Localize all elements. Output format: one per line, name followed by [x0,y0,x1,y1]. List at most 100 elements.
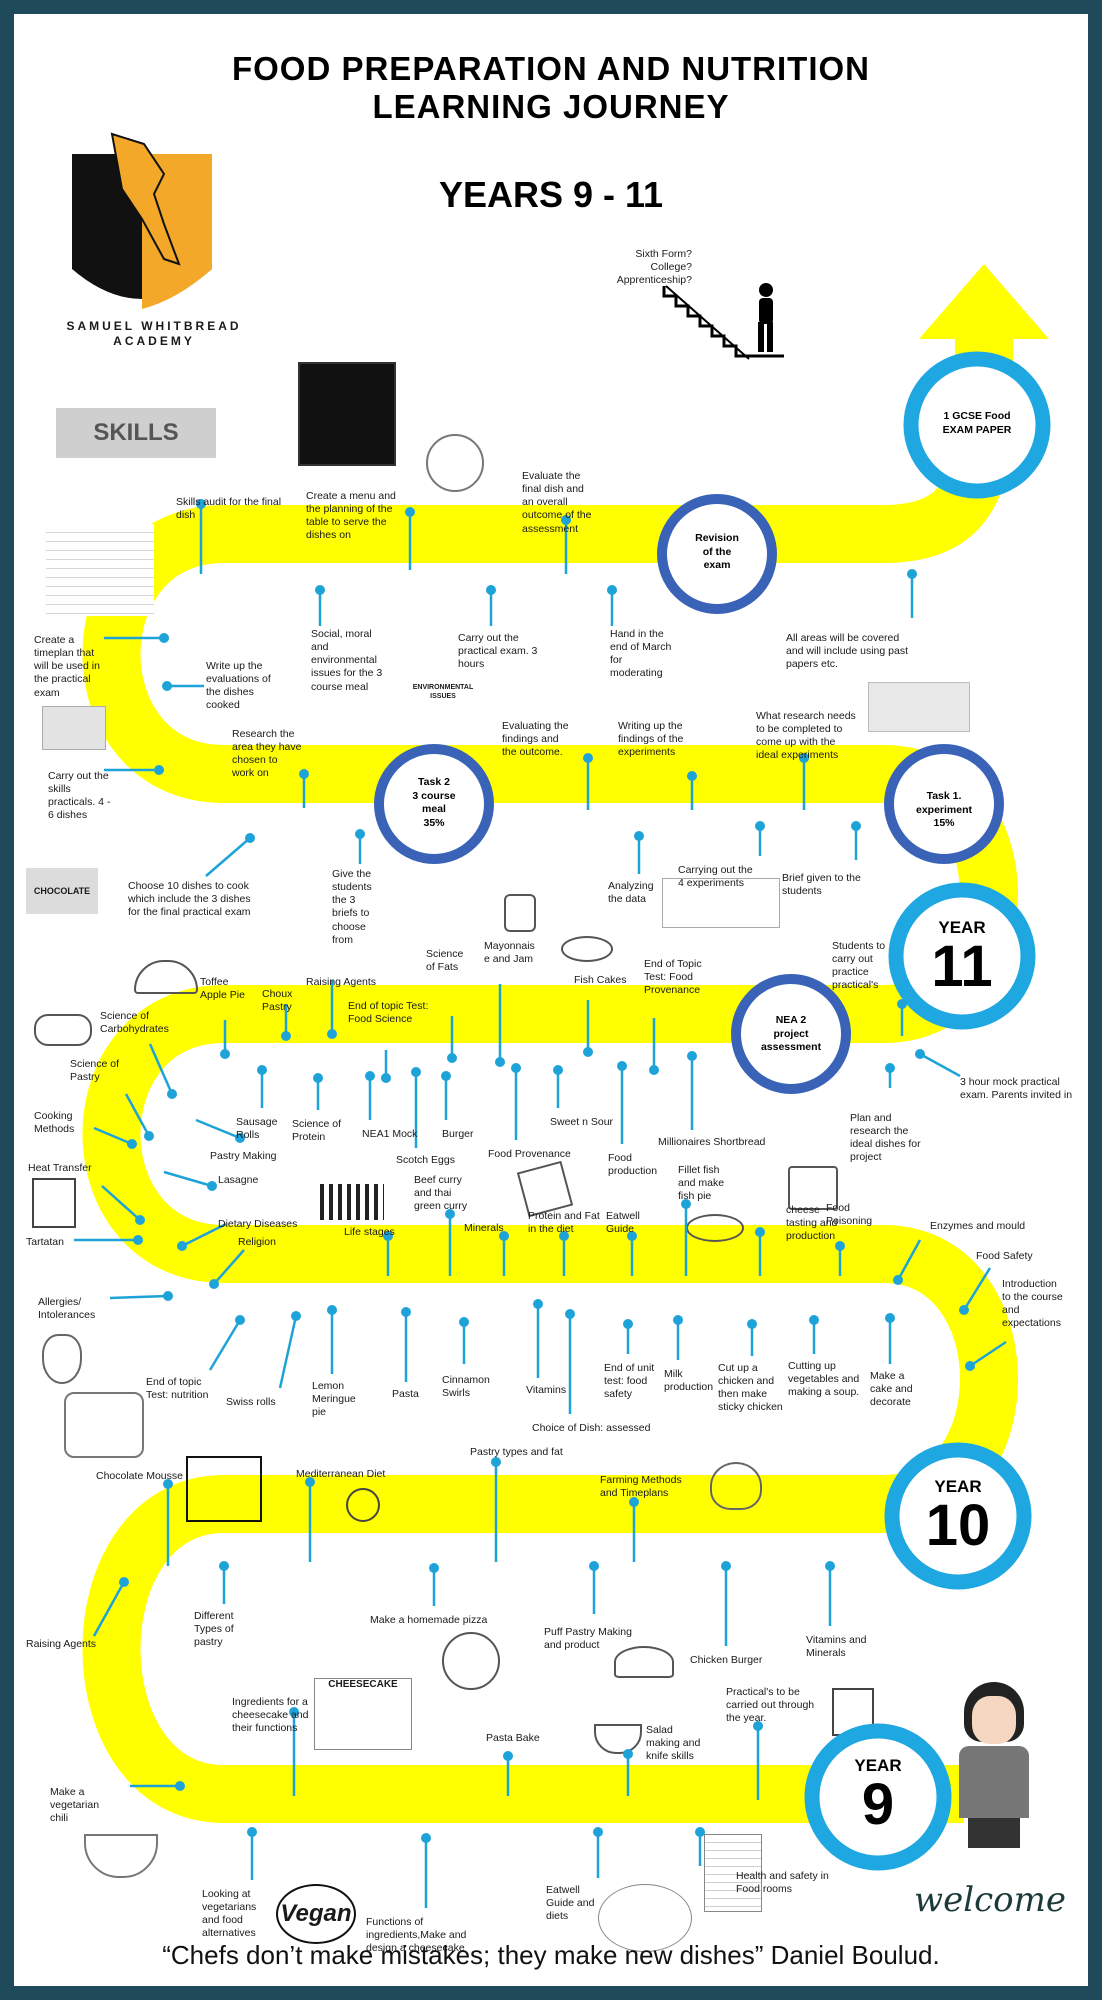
topic-label-y10-15: Sweet n Sour [550,1116,614,1128]
pin-dot-y10_43 [459,1317,469,1327]
hen-icon [710,1462,762,1510]
pin-dot-y11_4 [315,585,325,595]
pin-dot-y11_10 [299,769,309,779]
pin-dot-y10_32 [559,1231,569,1241]
pin-dot-y11_18 [851,821,861,831]
topic-label-y10-23: Lasagne [218,1174,259,1186]
pin-dot-y10_33 [627,1231,637,1241]
topic-label-y10-1: Toffee Apple Pie [200,976,245,1002]
pin-dot-y9_11 [289,1707,299,1717]
pin-dot-y11_1 [196,499,206,509]
croissant-icon [614,1646,674,1678]
topic-label-y9-9: Chicken Burger [690,1654,763,1666]
topic-label-y10-16: Millionaires Shortbread [658,1136,766,1148]
year11-badge: YEAR 11 [902,918,1022,996]
fruit-basket-picture [64,1392,144,1458]
nea2-circle [731,974,851,1094]
pin-dot-y9_8 [589,1561,599,1571]
pin-dot-y10_35 [133,1235,143,1245]
vegan-logo: Vegan [276,1884,356,1944]
topic-label-y11-4: Social, moral and environmental issues f… [311,628,383,693]
pin-dot-y10_1 [220,1049,230,1059]
pin-line-y11_19 [205,837,251,877]
pin-dot-y10_42 [401,1307,411,1317]
chef-quote: “Chefs don’t make mistakes; they make ne… [162,1940,940,1970]
pin-dot-y10_29 [209,1279,219,1289]
year9-circle [804,1723,952,1871]
year9-word: YEAR [854,1756,902,1775]
topic-label-y10-43: Cinnamon Swirls [442,1374,490,1400]
pin-dot-y11_13 [799,753,809,763]
pin-line-y10_22 [101,1185,141,1221]
pin-dot-y11_6 [607,585,617,595]
year10-badge: YEAR 10 [898,1477,1018,1555]
future-options: Sixth Form? College? Apprenticeship? [616,248,692,287]
title-line-1: FOOD PREPARATION AND NUTRITION [231,50,871,87]
topic-label-y11-2: Create a menu and the planning of the ta… [306,490,396,542]
pin-dot-y10_12 [313,1073,323,1083]
topic-label-y9-4: Farming Methods and Timeplans [600,1474,682,1500]
pin-dot-y10_5 [495,1057,505,1067]
topic-label-y9-3: Pastry types and fat [470,1446,563,1458]
bread-icon [34,1014,92,1046]
revision-label: Revision of the exam [695,532,739,572]
topic-label-y10-6: Fish Cakes [574,974,627,986]
pin-dot-y10_34 [893,1275,903,1285]
pin-dot-y10_49 [885,1313,895,1323]
pin-dot-y10_8 [381,1073,391,1083]
topic-label-y9-11: Ingredients for a cheesecake and their f… [232,1696,309,1735]
topic-label-y10-19: Scotch Eggs [396,1154,455,1166]
pin-dot-y10_48 [809,1315,819,1325]
topic-label-y9-7: Make a homemade pizza [370,1614,488,1626]
pin-dot-y11_11 [583,753,593,763]
exam-label: 1 GCSE Food EXAM PAPER [942,410,1012,436]
year11-word: YEAR [938,918,986,937]
pin-line-y10_29 [213,1249,245,1285]
pin-dot-y11_22 [885,1063,895,1073]
school-name: SAMUEL WHITBREAD ACADEMY [66,319,242,348]
pin-dot-y10_13 [365,1071,375,1081]
pin-dot-y10_26 [755,1227,765,1237]
topic-label-y10-28: Dietary Diseases [218,1218,298,1230]
pin-dot-y11_17 [755,821,765,831]
menu-card-picture [298,362,396,466]
topic-label-y11-10: Research the area they have chosen to wo… [232,728,302,780]
timeplan-sheet-picture [46,524,154,616]
pin-dot-y10_14 [441,1071,451,1081]
pin-dot-y9_16 [247,1827,257,1837]
eatwell-plate-picture [598,1884,692,1952]
family-people-icon [320,1184,384,1220]
pin-dot-y10_44 [533,1299,543,1309]
topic-label-y10-5: Mayonnais e and Jam [484,940,535,966]
topic-label-y10-39: End of topic Test: nutrition [146,1376,209,1402]
pin-dot-y9_19 [695,1827,705,1837]
topic-label-y10-11: Sausage Rolls [236,1116,278,1142]
pin-dot-y10_40 [291,1311,301,1321]
climbing-person-icon [758,283,773,352]
topic-label-y10-35: Tartatan [26,1236,64,1248]
pin-dot-y9_14 [753,1721,763,1731]
pin-dot-y9_9 [721,1561,731,1571]
topic-label-y11-14: Carry out the skills practicals. 4 - 6 d… [48,770,111,822]
topic-label-y10-2: Choux Pastry [262,988,293,1014]
topic-label-y10-17: Cooking Methods [34,1110,75,1136]
pin-dot-y10_36 [959,1305,969,1315]
pin-dot-y10_21 [617,1061,627,1071]
pin-dot-y10_31 [499,1231,509,1241]
learning-journey-poster: FOOD PREPARATION AND NUTRITION LEARNING … [14,14,1088,1986]
pin-dot-y11_2 [405,507,415,517]
pin-dot-y10_18 [235,1133,245,1143]
topic-label-y10-34: Enzymes and mould [930,1220,1026,1232]
topic-label-y10-46: Milk production [664,1368,714,1394]
topic-label-y10-31: Minerals [464,1222,504,1234]
topic-label-y10-3: Raising Agents [306,976,377,988]
topic-label-y9-14: Practical's to be carried out through th… [726,1686,815,1725]
skills-collage-picture: SKILLS [56,408,216,458]
table-setting-picture [426,434,484,492]
topic-label-y11-7: All areas will be covered and will inclu… [786,632,908,671]
health-safety-sheet-picture [704,1834,762,1912]
jar-icon [504,894,536,932]
pin-dot-y10_19 [411,1067,421,1077]
sun-icon [346,1488,380,1522]
pin-dot-y11_7 [907,569,917,579]
